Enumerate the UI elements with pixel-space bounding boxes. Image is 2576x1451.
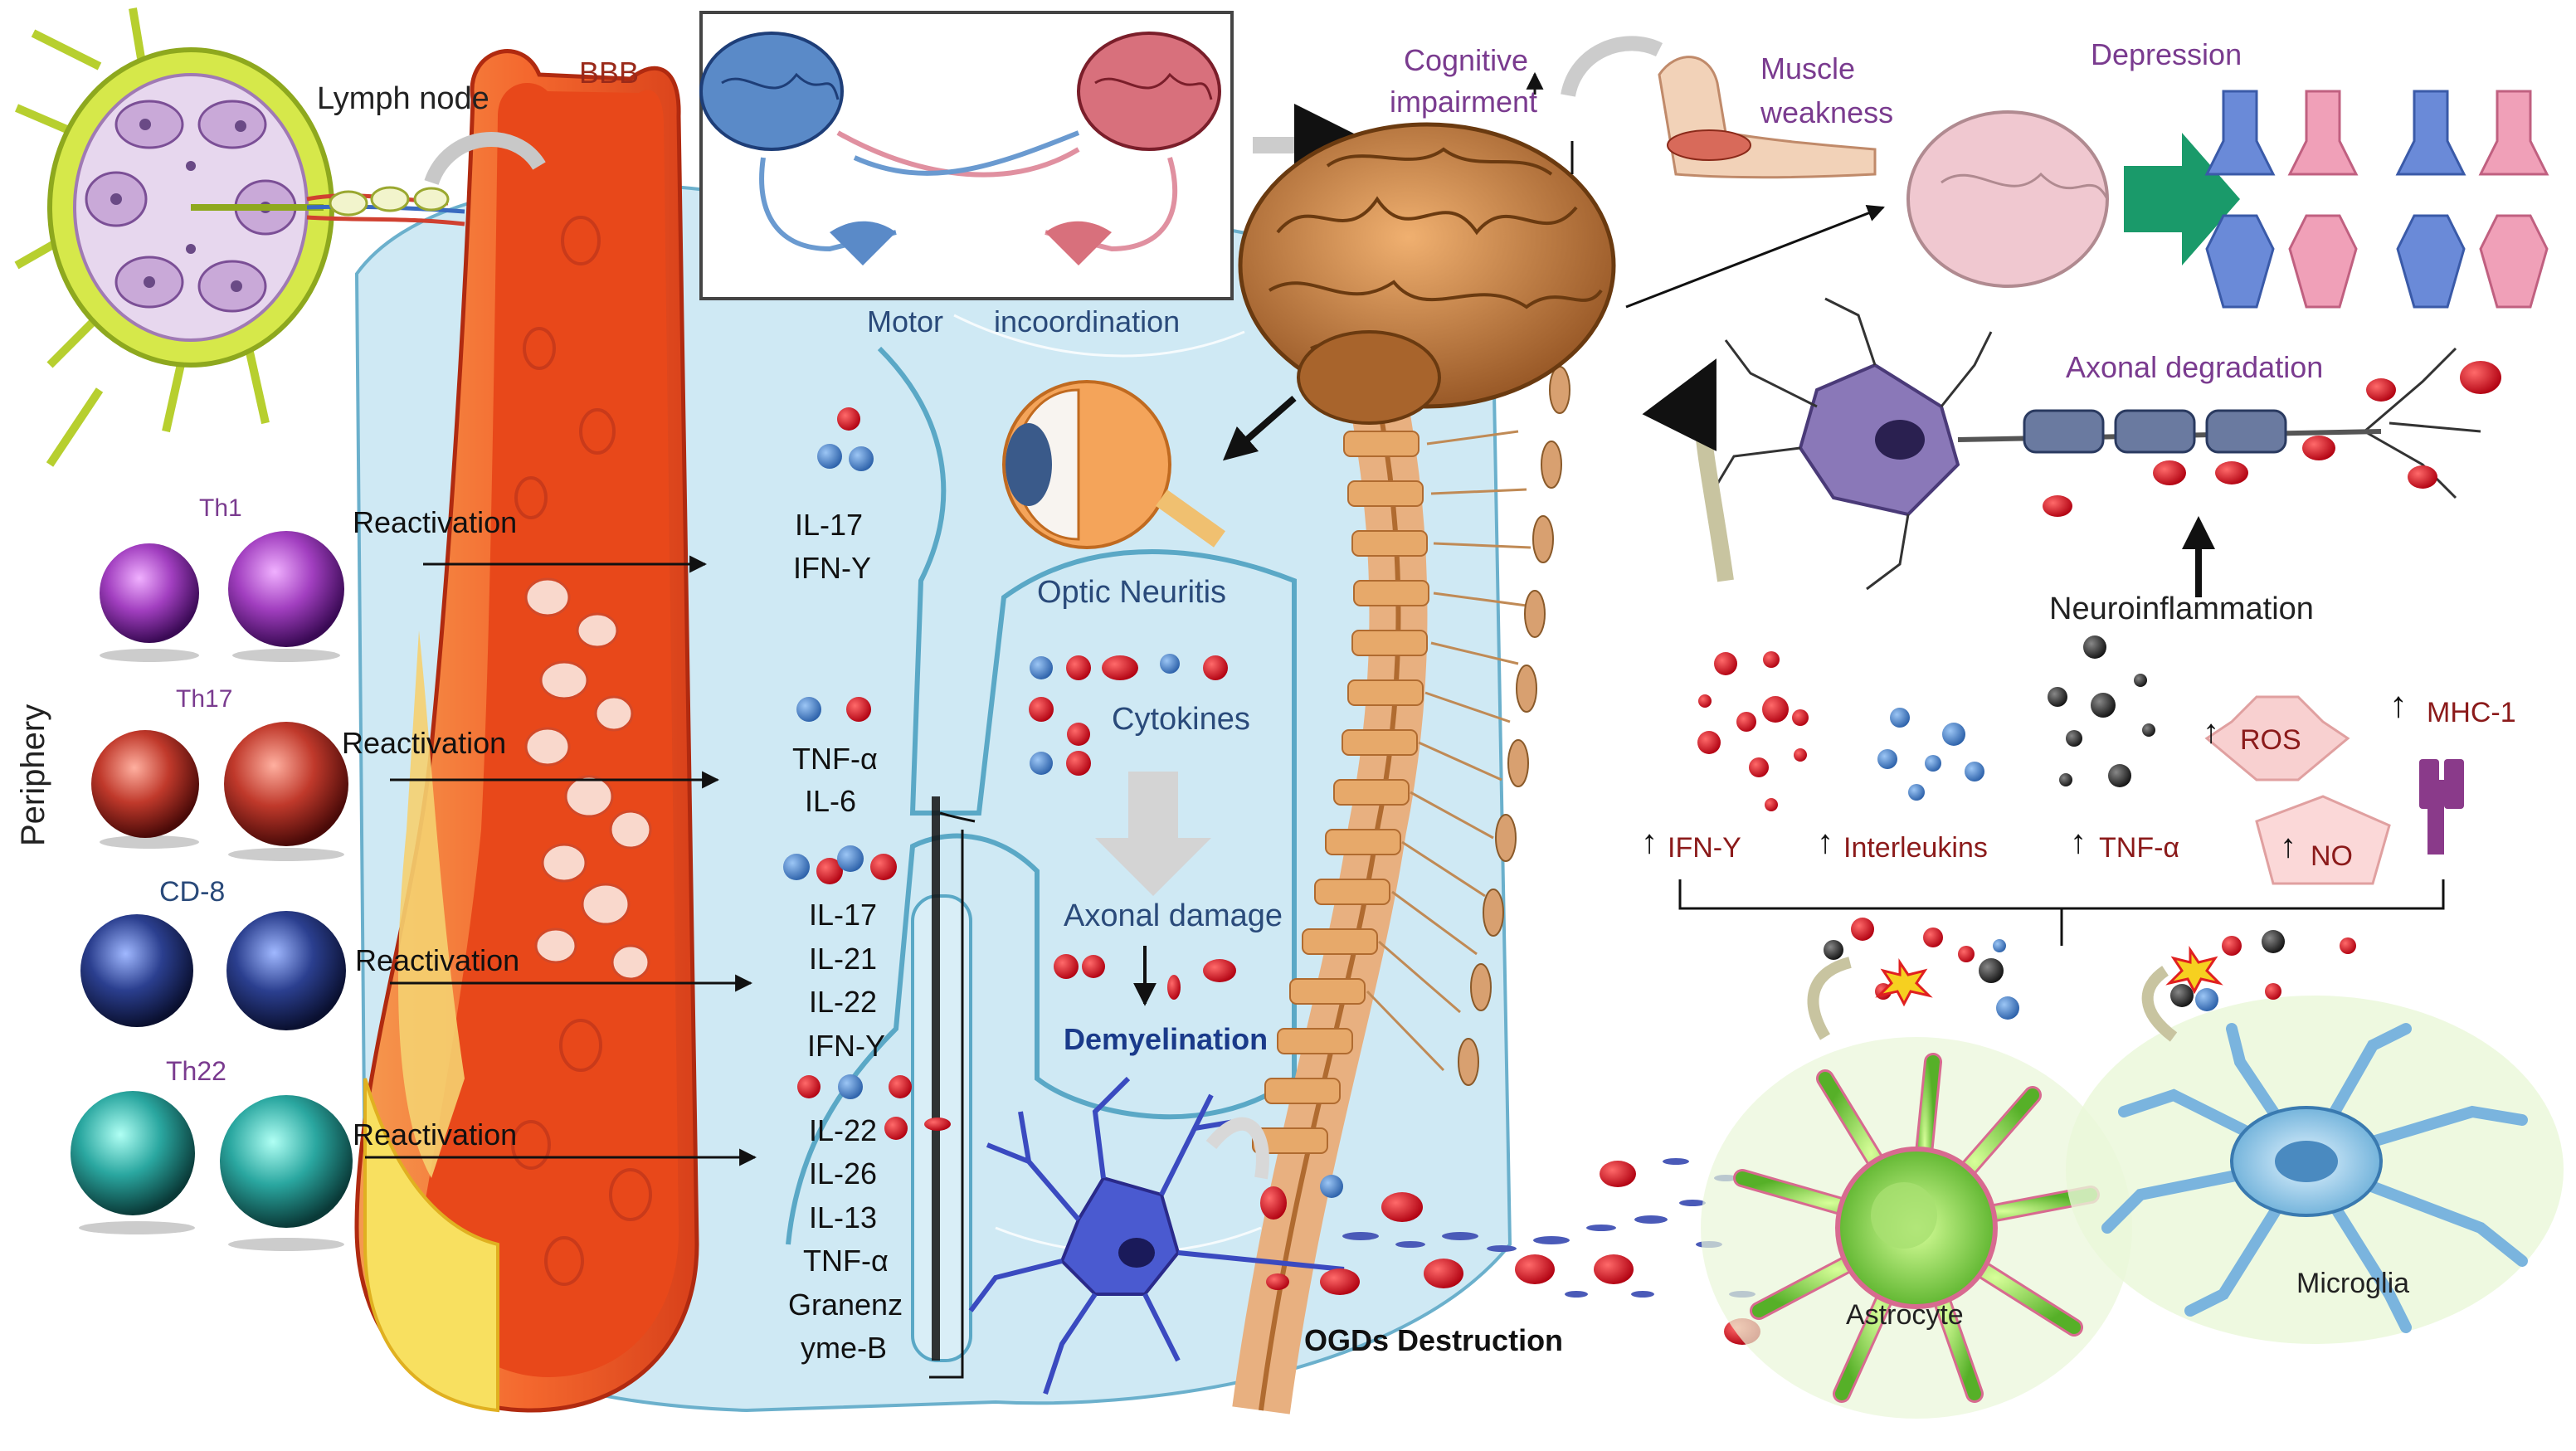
demyelination-label: Demyelination [1064,1022,1269,1056]
th17-reactivation-label: Reactivation [342,726,507,760]
depression-label: Depression [2091,37,2242,71]
muscle-weakness-label-2: weakness [1760,95,1894,129]
th17-label: Th17 [176,685,233,713]
cytokine-tnfa-a: TNF-α [792,742,878,776]
cytokine-il6: IL-6 [805,784,857,818]
interleukins-up-arrow: ↑ [1817,824,1833,860]
astrocyte-cell [1701,957,2132,1419]
cytokine-particles [783,407,1236,1140]
th22-reactivation-label: Reactivation [353,1117,518,1152]
mhc1-up-arrow: ↑ [2389,684,2408,725]
periphery-label: Periphery [15,704,51,846]
cytokine-il22-a: IL-22 [809,985,878,1019]
th22-cells [71,1091,353,1251]
muscle-weakness-label-1: Muscle [1760,51,1856,85]
ros-up-arrow: ↑ [2203,713,2219,750]
th1-cells [100,531,344,662]
depression-panel [1906,90,2549,309]
cd8-label: CD-8 [159,876,226,908]
optic-neuritis-label: Optic Neuritis [1037,575,1227,610]
ifn-y-label: IFN-Y [1668,832,1741,864]
oligodendrocyte [968,1076,1345,1395]
blood-vessel [354,49,699,1413]
neuroinflammation-factors [1678,635,2464,1020]
th17-cells [91,722,348,861]
cytokine-il17-a: IL-17 [795,508,864,542]
degrading-neuron [1642,297,2481,597]
cd8-cells [80,911,346,1030]
th22-label: Th22 [166,1056,226,1086]
cytokine-il26: IL-26 [809,1156,878,1191]
cytokine-granenz: Granenz [788,1288,903,1322]
eye-illustration [1002,380,1225,549]
cytokine-il21: IL-21 [809,942,878,976]
ifn-y-up-arrow: ↑ [1641,824,1658,860]
cytokine-il13: IL-13 [809,1200,878,1234]
interleukins-label: Interleukins [1843,832,1988,864]
down-arrow-axonal-damage [1095,772,1211,896]
mhc1-receptor [2419,759,2464,855]
cognitive-impairment-label-1: Cognitive [1404,43,1529,77]
bbb-label: BBB [579,56,640,90]
neuroinflammation-label: Neuroinflammation [2049,592,2314,626]
incoordination-label: incoordination [994,304,1181,338]
synapse-pairs [2204,90,2549,309]
cd8-reactivation-label: Reactivation [355,943,520,977]
cytokine-ifny-b: IFN-Y [807,1029,885,1063]
astrocyte-label: Astrocyte [1846,1299,1964,1331]
microglia-label: Microglia [2296,1268,2410,1299]
microglia-cell [2066,966,2564,1344]
axonal-damage-label: Axonal damage [1064,898,1283,933]
tnf-a-up-arrow: ↑ [2070,824,2087,860]
cytokine-yme-b: yme-B [801,1331,888,1365]
mhc1-label: MHC-1 [2427,697,2516,728]
cytokine-il22-b: IL-22 [809,1113,878,1147]
no-label: NO [2311,840,2353,872]
th1-reactivation-label: Reactivation [353,505,518,539]
lymph-node-label: Lymph node [317,81,489,116]
tnf-a-label: TNF-α [2099,832,2180,864]
ogds-destruction-label: OGDs Destruction [1304,1323,1564,1357]
axonal-degradation-label: Axonal degradation [2066,350,2324,384]
cognitive-impairment-label-2: impairment [1390,85,1538,119]
cytokines-label: Cytokines [1112,702,1250,737]
cytokine-tnfa-b: TNF-α [803,1244,889,1278]
reactivation-arrows [365,555,757,1166]
ros-label: ROS [2240,724,2301,756]
central-brain [1222,36,1885,461]
lymph-node [14,7,465,467]
brain-hemispheres-panel [699,11,1377,300]
no-up-arrow: ↑ [2280,828,2296,864]
cytokine-ifny-a: IFN-Y [793,551,871,585]
motor-label: Motor [867,304,944,338]
th1-label: Th1 [199,494,242,522]
spinal-column [1232,349,1570,1414]
muscle-arm [1658,56,1877,179]
cytokine-il17-b: IL-17 [809,898,878,932]
axon-debris-particles [2043,361,2501,517]
